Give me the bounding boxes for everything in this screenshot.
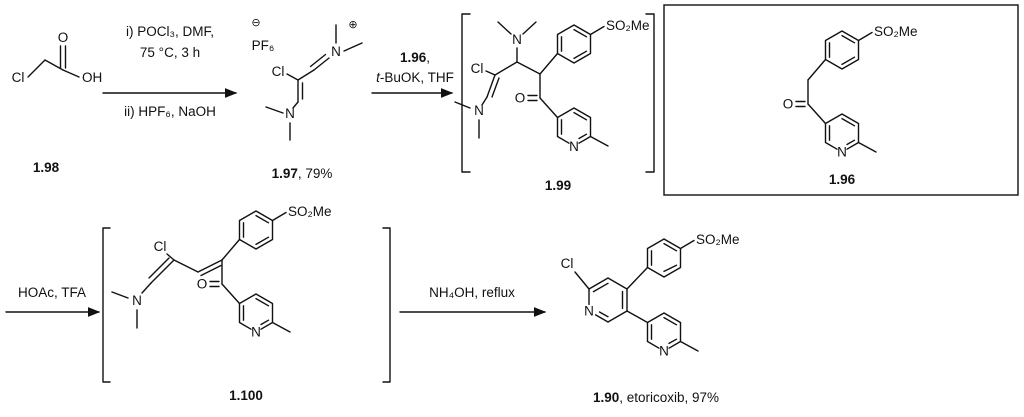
step2-conditions-line1: 1.96, <box>400 50 430 65</box>
plus-charge-symbol: ⊕ <box>348 19 357 31</box>
step-arrow-2: 1.96, t-BuOK, THF <box>371 50 454 98</box>
compound-label-1-97: 1.97, 79% <box>272 166 333 181</box>
atom-label-n: N <box>251 325 261 340</box>
compound-1-97: ⊖ PF₆ ⊕ N Cl N 1.97, 79% <box>251 17 363 181</box>
atom-label-n: N <box>584 304 594 319</box>
atom-label-o: O <box>783 97 794 112</box>
step2-conditions-line2: t-BuOK, THF <box>376 70 454 85</box>
pf6-counterion-label: PF₆ <box>252 38 275 53</box>
atom-label-cl: Cl <box>272 64 285 79</box>
step1-conditions-line1: i) POCl₃, DMF, <box>126 24 214 39</box>
intermediate-1-99: N Cl N SO₂Me O N 1.99 <box>454 13 655 193</box>
compound-1-98: Cl O OH 1.98 <box>12 30 103 175</box>
reagent-box-1-96: SO₂Me O N 1.96 <box>663 4 1019 196</box>
so2me-substituent-label: SO₂Me <box>874 24 918 39</box>
atom-label-cl: Cl <box>471 61 484 76</box>
so2me-substituent-label: SO₂Me <box>606 18 650 33</box>
step1-conditions-line2: 75 °C, 3 h <box>140 45 200 60</box>
reagent-box-border <box>663 4 1019 196</box>
compound-label-1-90: 1.90, etoricoxib, 97% <box>593 390 719 405</box>
atom-label-cl: Cl <box>154 239 167 254</box>
step1-conditions-line3: ii) HPF₆, NaOH <box>124 104 216 119</box>
atom-label-o: O <box>58 30 69 45</box>
atom-label-oh: OH <box>82 70 102 85</box>
step-arrow-4: NH₄OH, reflux <box>399 285 547 317</box>
atom-label-o: O <box>515 91 526 106</box>
atom-label-n: N <box>132 293 142 308</box>
minus-charge-symbol: ⊖ <box>251 17 260 29</box>
compound-1-97-bonds <box>265 24 363 141</box>
intermediate-1-100: Cl N SO₂Me O N 1.100 <box>102 204 391 403</box>
atom-label-cl: Cl <box>561 256 574 271</box>
step4-conditions-line1: NH₄OH, reflux <box>429 285 515 300</box>
atom-label-n: N <box>474 103 484 118</box>
atom-label-n: N <box>512 32 522 47</box>
compound-label-1-100: 1.100 <box>229 388 263 403</box>
bracket-right <box>382 227 391 383</box>
step-arrow-3: HOAc, TFA <box>5 285 101 317</box>
compound-1-98-bonds <box>27 45 80 78</box>
so2me-substituent-label: SO₂Me <box>288 204 332 219</box>
compound-label-1-99: 1.99 <box>545 178 571 193</box>
bracket-left <box>461 13 471 173</box>
step-arrow-1: i) POCl₃, DMF, 75 °C, 3 h ii) HPF₆, NaOH <box>102 24 238 119</box>
atom-label-n: N <box>285 106 295 121</box>
atom-label-o: O <box>197 277 208 292</box>
compound-1-99-bonds <box>454 21 609 147</box>
step3-conditions-line1: HOAc, TFA <box>18 285 86 300</box>
bracket-left <box>102 227 111 383</box>
product-1-90: Cl N SO₂Me N 1.90, etoricoxib, 97% <box>561 232 740 405</box>
compound-label-1-98: 1.98 <box>33 160 60 175</box>
compound-1-90-bonds <box>574 238 699 352</box>
atom-label-cl: Cl <box>12 70 25 85</box>
atom-label-n: N <box>331 44 341 59</box>
bracket-right <box>645 13 655 173</box>
compound-1-100-bonds <box>111 210 291 333</box>
atom-label-n: N <box>569 139 579 154</box>
compound-label-1-96: 1.96 <box>829 172 856 187</box>
so2me-substituent-label: SO₂Me <box>696 232 740 247</box>
compound-1-96-bonds <box>795 30 877 153</box>
atom-label-n: N <box>837 145 847 160</box>
atom-label-n: N <box>659 344 669 359</box>
